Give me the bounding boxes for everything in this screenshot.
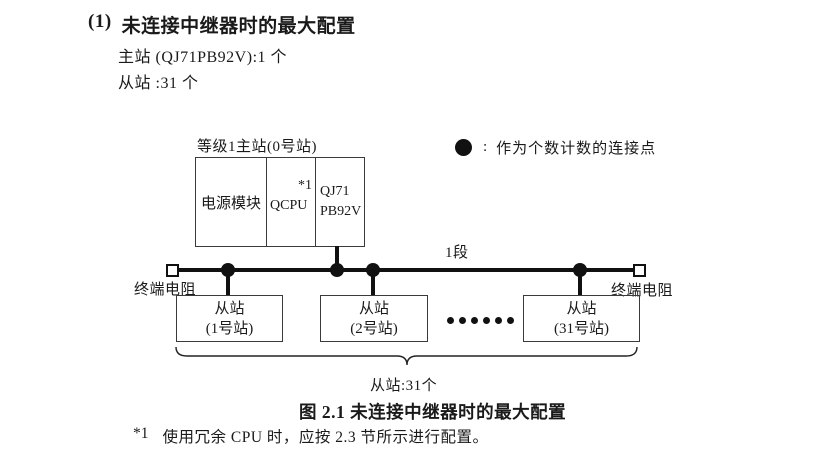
slave31-drop-line <box>578 271 582 295</box>
power-supply-cell: 电源模块 <box>200 195 261 212</box>
ellipsis-dot <box>471 317 478 324</box>
left-terminator-icon <box>166 264 179 277</box>
master-count-line: 主站 (QJ71PB92V):1 个 <box>118 49 288 66</box>
figure-caption: 图 2.1 未连接中继器时的最大配置 <box>299 402 567 422</box>
section-title: 未连接中继器时的最大配置 <box>121 16 356 37</box>
ellipsis-dot <box>495 317 502 324</box>
connection-point-dot <box>330 263 344 277</box>
connection-point-dot <box>221 263 235 277</box>
segment-label: 1段 <box>445 245 469 261</box>
cpu-footnote-ref: *1 <box>298 178 312 193</box>
master-station-box: 电源模块 *1 QCPU QJ71 PB92V <box>195 157 365 247</box>
ellipsis-dot <box>483 317 490 324</box>
slave-station-2-box: 从站 (2号站) <box>320 295 428 342</box>
slave-label-line1: 从站 <box>358 300 389 317</box>
module-label-line1: QJ71 <box>320 184 350 199</box>
slave-label-line1: 从站 <box>566 300 597 317</box>
master-drop-line <box>335 246 339 268</box>
ellipsis-dots <box>447 317 514 324</box>
legend: : 作为个数计数的连接点 <box>455 137 656 158</box>
bus-line <box>178 268 634 272</box>
left-terminator-label: 终端电阻 <box>134 282 197 298</box>
slave-station-1-box: 从站 (1号站) <box>176 295 283 342</box>
slave-label-line2: (31号站) <box>554 320 609 337</box>
footnote-text: 使用冗余 CPU 时，应按 2.3 节所示进行配置。 <box>162 429 489 446</box>
ellipsis-dot <box>459 317 466 324</box>
section-number: (1) <box>88 11 112 32</box>
legend-separator: : <box>483 139 488 155</box>
ellipsis-dot <box>447 317 454 324</box>
cpu-cell: *1 QCPU <box>266 158 315 246</box>
connection-point-dot <box>573 263 587 277</box>
slave-label-line2: (1号站) <box>205 320 254 337</box>
brace-label: 从站:31个 <box>370 378 438 394</box>
footnote-marker: *1 <box>133 425 149 442</box>
right-terminator-icon <box>633 264 646 277</box>
connection-point-dot <box>366 263 380 277</box>
footnote: *1 使用冗余 CPU 时，应按 2.3 节所示进行配置。 <box>133 425 489 447</box>
slave-count-line: 从站 :31 个 <box>118 75 199 92</box>
cpu-label: QCPU <box>270 198 308 213</box>
legend-text: 作为个数计数的连接点 <box>496 141 657 157</box>
ellipsis-dot <box>507 317 514 324</box>
master-station-label: 等级1主站(0号站) <box>197 139 317 155</box>
module-label-line2: PB92V <box>320 204 362 219</box>
slave1-drop-line <box>226 271 230 295</box>
slave-label-line2: (2号站) <box>350 320 398 337</box>
pb92v-module-cell: QJ71 PB92V <box>315 158 364 246</box>
slave-count-brace-icon <box>175 346 639 374</box>
slave2-drop-line <box>371 271 375 295</box>
slave-station-31-box: 从站 (31号站) <box>523 295 640 342</box>
connection-point-dot-icon <box>455 139 472 156</box>
slave-label-line1: 从站 <box>214 300 245 317</box>
section-heading: (1) 未连接中继器时的最大配置 <box>88 11 356 38</box>
